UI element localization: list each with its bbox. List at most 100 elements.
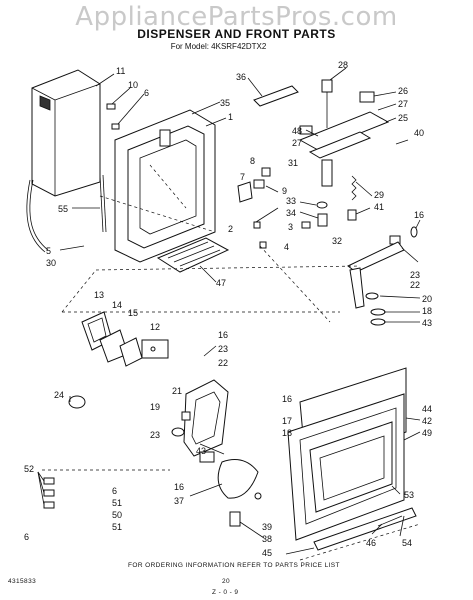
callout: 43 — [422, 318, 432, 328]
callout: 12 — [150, 322, 160, 332]
part-7 — [253, 179, 265, 189]
callout-labels: 11 10 6 36 28 26 27 35 1 48 27 25 40 8 7… — [24, 60, 432, 558]
callout: 23 — [150, 430, 160, 440]
callout: 27 — [398, 99, 408, 109]
callout: 25 — [398, 113, 408, 123]
callout: 6 — [112, 486, 117, 496]
part-cord — [26, 179, 46, 253]
callout: 6 — [144, 88, 149, 98]
callout: 7 — [240, 172, 245, 182]
callout: 23 — [410, 270, 420, 280]
callout: 35 — [220, 98, 230, 108]
part-bar-36 — [253, 85, 299, 107]
callout: 10 — [128, 80, 138, 90]
callout: 22 — [410, 280, 420, 290]
date-code: Z - 0 - 9 — [212, 589, 239, 596]
page-number: 20 — [222, 578, 231, 585]
callout: 28 — [338, 60, 348, 70]
callout: 50 — [112, 510, 122, 520]
part-fastener-6 — [111, 123, 120, 130]
callout: 20 — [422, 294, 432, 304]
callout: 38 — [262, 534, 272, 544]
callout: 22 — [218, 358, 228, 368]
part-2 — [237, 181, 253, 203]
callout: 43 — [196, 446, 206, 456]
callout: 51 — [112, 498, 122, 508]
part-8 — [261, 167, 271, 177]
part-34 — [317, 213, 328, 227]
callout: 14 — [112, 300, 122, 310]
diagram-title: DISPENSER AND FRONT PARTS — [137, 27, 336, 41]
callout: 16 — [282, 394, 292, 404]
callout: 16 — [414, 210, 424, 220]
callout: 8 — [250, 156, 255, 166]
callout: 47 — [216, 278, 226, 288]
callout: 16 — [218, 330, 228, 340]
callout: 3 — [288, 222, 293, 232]
callout: 46 — [366, 538, 376, 548]
part-16-right — [410, 226, 418, 238]
part-spring-29 — [351, 175, 357, 201]
part-24 — [68, 395, 86, 409]
part-fastener-10 — [106, 103, 116, 110]
callout: 13 — [94, 290, 104, 300]
callout: 48 — [292, 126, 302, 136]
part-33 — [316, 201, 328, 209]
callout: 45 — [262, 548, 272, 558]
callout: 18 — [282, 428, 292, 438]
part-cabinet-box — [31, 69, 101, 197]
callout: 26 — [398, 86, 408, 96]
part-drip-tray-47 — [156, 237, 230, 273]
callout: 23 — [218, 344, 228, 354]
part-door-panels — [287, 367, 407, 541]
callout: 44 — [422, 404, 432, 414]
callout: 1 — [228, 112, 233, 122]
part-cover-panels — [81, 311, 169, 367]
callout: 2 — [228, 224, 233, 234]
callout: 24 — [54, 390, 64, 400]
callout: 17 — [282, 416, 292, 426]
ordering-note: FOR ORDERING INFORMATION REFER TO PARTS … — [128, 562, 340, 569]
callout: 53 — [404, 490, 414, 500]
part-fastener-cluster — [37, 471, 55, 509]
part-41 — [347, 209, 357, 221]
callout: 9 — [282, 186, 287, 196]
part-rod-55 — [99, 174, 104, 233]
callout: 31 — [288, 158, 298, 168]
callout: 21 — [172, 386, 182, 396]
part-lever-arm — [347, 235, 405, 326]
callout: 55 — [58, 204, 68, 214]
callout: 54 — [402, 538, 412, 548]
part-mechanism — [171, 379, 259, 499]
callout: 32 — [332, 236, 342, 246]
callout: 36 — [236, 72, 246, 82]
callout: 34 — [286, 208, 296, 218]
part-screw-40 — [395, 139, 409, 145]
callout: 19 — [150, 402, 160, 412]
callout: 18 — [422, 306, 432, 316]
callout: 29 — [374, 190, 384, 200]
part-39 — [254, 492, 262, 500]
callout: 4 — [284, 242, 289, 252]
callout: 30 — [46, 258, 56, 268]
part-3 — [301, 221, 311, 229]
part-4 — [259, 241, 267, 249]
part-dispenser-frame — [114, 109, 216, 263]
callout: 49 — [422, 428, 432, 438]
part-trim-45 — [313, 507, 417, 551]
part-38 — [229, 511, 241, 527]
model-number: For Model: 4KSRF42DTX2 — [170, 42, 267, 51]
callout: 40 — [414, 128, 424, 138]
callout: 27 — [292, 138, 302, 148]
callout: 41 — [374, 202, 384, 212]
doc-number: 4315833 — [8, 578, 37, 585]
callout: 5 — [46, 246, 51, 256]
part-9 — [253, 221, 261, 229]
watermark: AppliancePartsPros.com — [75, 2, 398, 32]
callout: 52 — [24, 464, 34, 474]
callout: 51 — [112, 522, 122, 532]
callout: 37 — [174, 496, 184, 506]
callout: 33 — [286, 196, 296, 206]
callout: 42 — [422, 416, 432, 426]
